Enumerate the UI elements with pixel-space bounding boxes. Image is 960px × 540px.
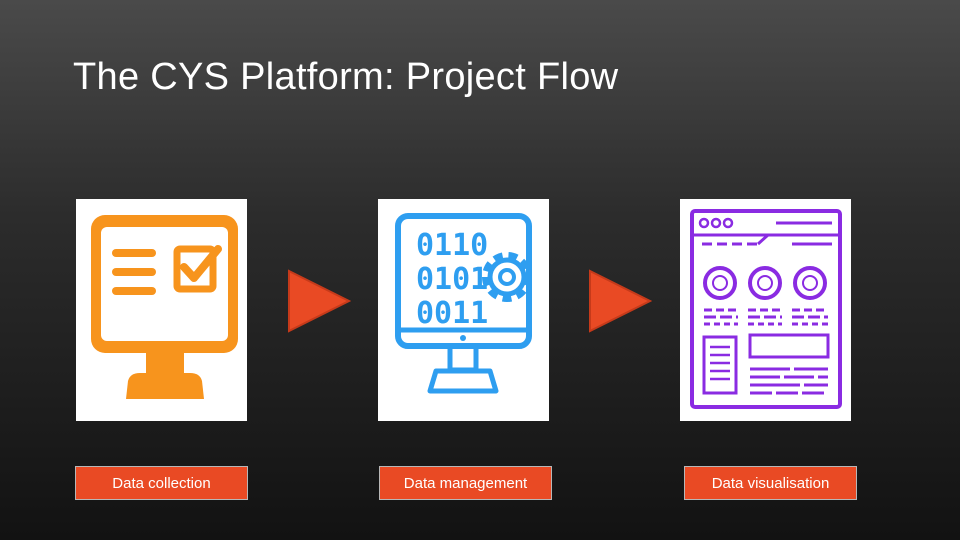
binary-gear-monitor-icon: 0110 0101 0011 (395, 213, 532, 394)
dashboard-window-icon (690, 209, 842, 409)
data-collection-card (76, 199, 247, 421)
data-visualisation-card (680, 199, 851, 421)
form-monitor-icon (91, 215, 238, 399)
data-management-card: 0110 0101 0011 (378, 199, 549, 421)
binary-row-2: 0101 (416, 262, 488, 297)
step-label-data-collection: Data collection (75, 466, 248, 500)
slide-title: The CYS Platform: Project Flow (73, 56, 619, 98)
gear-icon (482, 252, 532, 302)
arrow-right-icon (589, 269, 652, 333)
binary-row-1: 0110 (416, 228, 488, 263)
step-label-data-visualisation: Data visualisation (684, 466, 857, 500)
binary-row-3: 0011 (416, 296, 488, 331)
arrow-right-icon (288, 269, 351, 333)
step-label-data-management: Data management (379, 466, 552, 500)
